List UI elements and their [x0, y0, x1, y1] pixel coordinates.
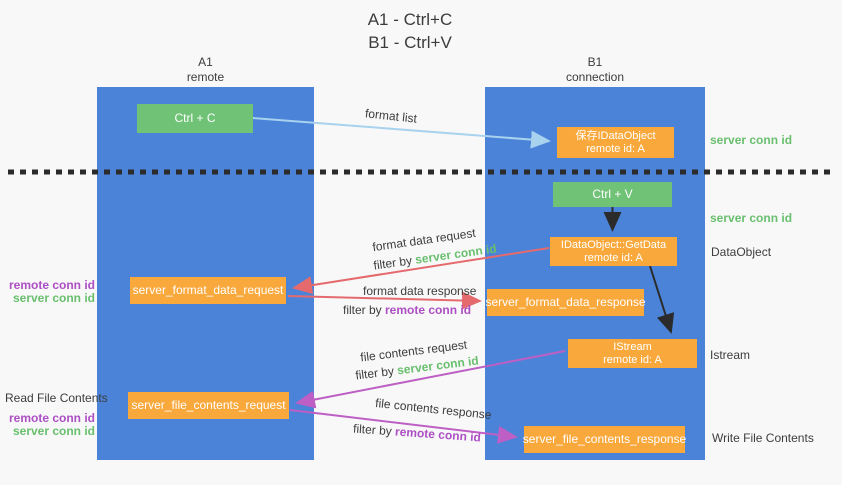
filter-prefix: filter by [352, 421, 396, 439]
label-write-file-contents: Write File Contents [712, 431, 814, 445]
node-ctrl-v-label: Ctrl + V [592, 187, 633, 201]
label-server-conn-id-left-1: server conn id [12, 291, 95, 305]
filter-prefix: filter by [343, 303, 386, 317]
lane-header-a1: A1 remote [97, 55, 314, 85]
label-server-conn-id-mid-right: server conn id [710, 211, 793, 225]
diagram-title: A1 - Ctrl+C B1 - Ctrl+V [0, 8, 820, 54]
label-conn-ids-left-2: remote conn id server conn id [3, 412, 95, 438]
title-line-1: A1 - Ctrl+C [367, 10, 453, 29]
file-contents-response-arrow [289, 409, 518, 444]
label-istream: Istream [710, 348, 751, 362]
label-read-file-contents: Read File Contents [5, 391, 108, 405]
title-line-2: B1 - Ctrl+V [368, 33, 452, 52]
format-list-arrow [252, 117, 551, 149]
lane-b1-subtitle: connection [565, 70, 625, 84]
label-server-conn-id-top-right: server conn id [710, 133, 793, 147]
label-format-data-response: format data response [363, 284, 477, 298]
label-dataobject: DataObject [711, 245, 772, 259]
node-save-idataobject-line2: remote id: A [586, 142, 645, 155]
node-format-response-label: server_format_data_response [485, 295, 646, 309]
node-ctrl-c: Ctrl + C [137, 104, 253, 133]
node-ctrl-v: Ctrl + V [553, 182, 672, 207]
label-server-conn-id-left-2: server conn id [12, 424, 95, 438]
node-idataobject-getdata: IDataObject::GetData remote id: A [550, 237, 677, 266]
label-filter-by-remote-conn-id-1: filter by remote conn id [343, 303, 471, 317]
node-getdata-line2: remote id: A [584, 251, 643, 264]
node-format-request-label: server_format_data_request [132, 283, 284, 297]
node-server-file-contents-response: server_file_contents_response [522, 426, 687, 453]
label-conn-ids-left-1: remote conn id server conn id [3, 279, 95, 305]
label-remote-conn-id-left-1: remote conn id [8, 278, 95, 292]
node-file-request-label: server_file_contents_request [131, 398, 286, 412]
lane-b1-title: B1 [587, 55, 603, 69]
node-save-idataobject-line1: 保存IDataObject [575, 129, 656, 142]
node-server-file-contents-request: server_file_contents_request [128, 392, 289, 419]
lane-a1-subtitle: remote [186, 70, 225, 84]
lane-a1-title: A1 [198, 55, 213, 69]
node-getdata-line1: IDataObject::GetData [560, 238, 667, 251]
lane-header-b1: B1 connection [485, 55, 705, 85]
filter-term-remote-conn-id: remote conn id [385, 303, 472, 317]
node-istream-line2: remote id: A [603, 353, 662, 366]
file-contents-request-arrow [295, 350, 566, 409]
getdata-to-istream-arrow [649, 265, 675, 334]
node-ctrl-c-label: Ctrl + C [174, 111, 216, 125]
format-data-request-arrow [292, 247, 550, 295]
node-file-response-label: server_file_contents_response [522, 432, 687, 446]
node-istream-line1: IStream [613, 340, 652, 353]
node-save-idataobject: 保存IDataObject remote id: A [557, 127, 674, 158]
node-server-format-data-response: server_format_data_response [485, 289, 646, 316]
label-remote-conn-id-left-2: remote conn id [8, 411, 95, 425]
node-istream: IStream remote id: A [568, 339, 697, 368]
format-data-response-arrow [287, 291, 482, 310]
node-server-format-data-request: server_format_data_request [130, 277, 286, 304]
